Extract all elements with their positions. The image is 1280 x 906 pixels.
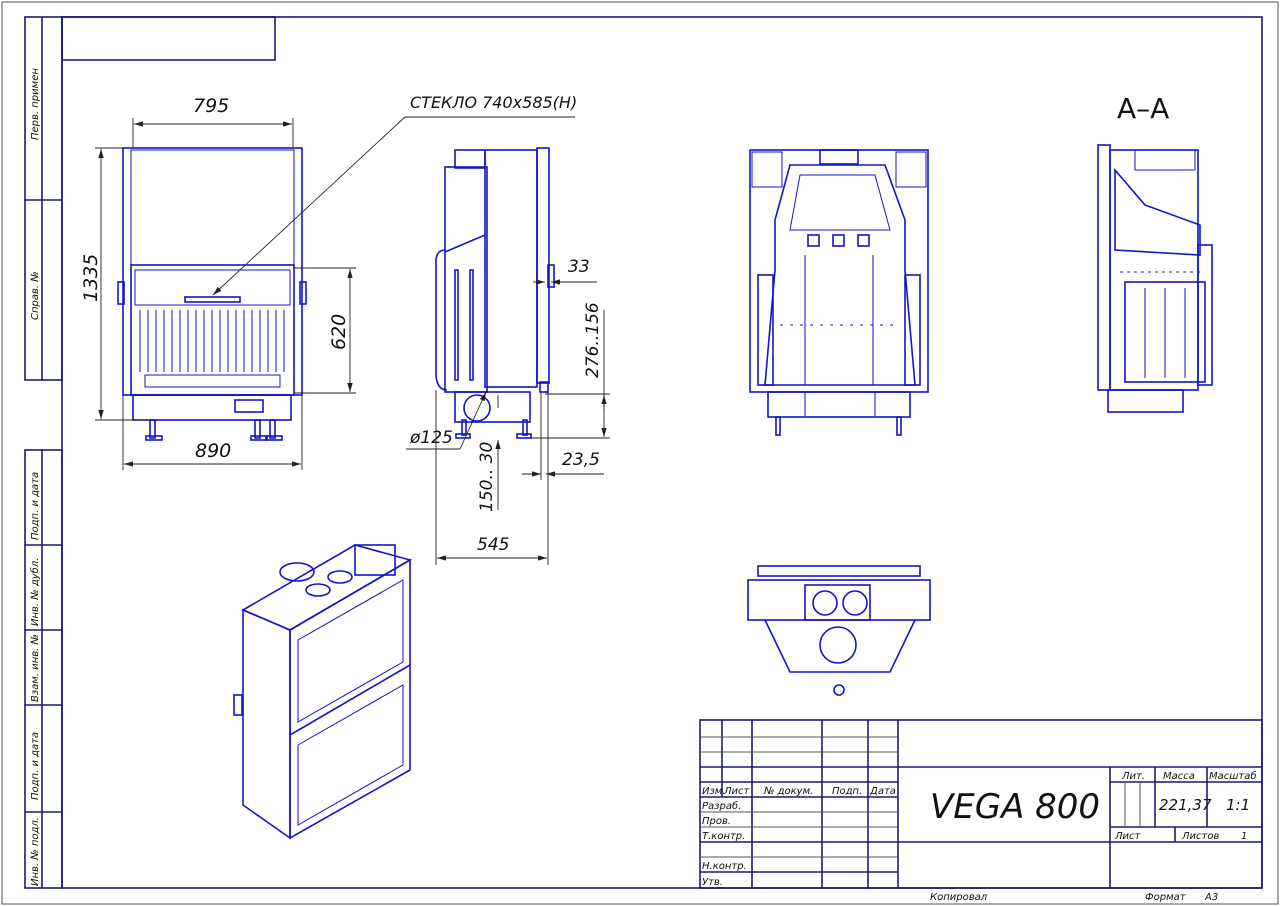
- format-label: Формат: [1145, 892, 1187, 903]
- role-label: Утв.: [702, 877, 723, 888]
- section-label: А–А: [1117, 92, 1169, 125]
- dim-width-bottom: 890: [195, 440, 231, 462]
- dim-width-top: 795: [193, 95, 229, 117]
- strip-label: Подп. и дата: [30, 732, 41, 800]
- strip-label: Справ. №: [30, 271, 41, 320]
- isometric-view: [233, 544, 413, 840]
- scale-label: Масштаб: [1209, 770, 1257, 782]
- top-stamp-box: [61, 16, 276, 61]
- strip-label: Взам. инв. №: [30, 634, 41, 702]
- header-izm: Изм.: [702, 786, 726, 797]
- dim-depth: 545: [477, 535, 509, 555]
- dim-diameter: ø125: [409, 428, 453, 448]
- front-view: [117, 147, 307, 441]
- role-label: Т.контр.: [702, 831, 745, 842]
- drawing-title: VEGA 800: [930, 787, 1100, 827]
- title-block: Изм. Лист № докум. Подп. Дата Разраб. Пр…: [699, 719, 1263, 903]
- role-label: Разраб.: [702, 800, 741, 812]
- header-list: Лист: [723, 786, 751, 797]
- header-sign: Подп.: [832, 786, 862, 797]
- dim-276-156: 276..156: [583, 302, 603, 378]
- strip-label: Подп. и дата: [30, 472, 41, 540]
- copied-label: Копировал: [930, 892, 988, 903]
- dim-150-30: 150.. 30: [477, 442, 497, 512]
- glass-note: СТЕКЛО 740x585(H): [410, 93, 577, 112]
- side-view: [435, 147, 555, 439]
- sheet-label: Лист: [1114, 831, 1142, 842]
- bottom-view: [747, 565, 931, 696]
- side-dimensions: 33 276..156 23,5 150.. 30 ø125 545: [406, 257, 610, 565]
- section-a-a-view: [1097, 144, 1213, 413]
- rear-view: [749, 149, 929, 436]
- front-dimensions: 795 1335 620 890 СТЕКЛО 740x585(H): [80, 93, 577, 470]
- strip-label: Инв. № дубл.: [29, 558, 41, 626]
- sheets-label: Листов: [1181, 831, 1219, 842]
- mass-value: 221,37: [1159, 796, 1212, 814]
- dim-23-5: 23,5: [562, 450, 600, 470]
- lit-label: Лит.: [1121, 771, 1145, 782]
- format-value: А3: [1204, 892, 1218, 903]
- mass-label: Масса: [1163, 771, 1195, 782]
- strip-label: Инв. № подл.: [30, 817, 41, 886]
- role-label: Пров.: [702, 816, 731, 827]
- strip-label: Перв. примен: [30, 68, 41, 140]
- sheets-value: 1: [1241, 831, 1247, 842]
- scale-value: 1:1: [1226, 796, 1250, 814]
- dim-height-total: 1335: [80, 254, 102, 302]
- dim-33: 33: [568, 257, 590, 277]
- header-date: Дата: [869, 786, 896, 797]
- dim-glass-height: 620: [328, 314, 350, 350]
- side-strip: Перв. примен Справ. № Подп. и дата Инв. …: [24, 16, 63, 889]
- header-doc: № докум.: [763, 786, 813, 797]
- role-label: Н.контр.: [702, 861, 747, 872]
